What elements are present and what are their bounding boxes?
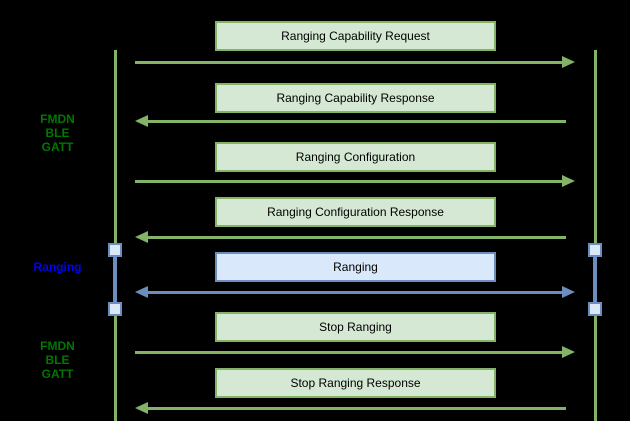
message-box: Stop Ranging Response [215,368,496,398]
arrowhead-right-icon [562,56,575,68]
arrow-line [135,180,564,183]
protocol-label-line: GATT [41,367,74,381]
protocol-label-top: FMDN BLE GATT [10,112,105,154]
arrow-line [146,236,566,239]
arrow-left-icon [135,402,575,414]
arrow-line [135,61,564,64]
activation-marker-icon [588,302,602,316]
message-box: Ranging Configuration [215,142,496,172]
arrowhead-left-icon [135,286,148,298]
activation-marker-icon [588,243,602,257]
arrow-line [146,407,566,410]
arrow-right-icon [135,56,575,68]
protocol-label-line: BLE [45,126,70,140]
arrowhead-right-icon [562,286,575,298]
arrowhead-left-icon [135,115,148,127]
activation-marker-icon [108,302,122,316]
arrow-bidirectional-icon [135,286,575,298]
ranging-activation-line-right [593,249,597,308]
arrow-line [146,291,564,294]
activation-marker-icon [108,243,122,257]
arrowhead-left-icon [135,402,148,414]
message-box: Ranging [215,252,496,282]
arrow-left-icon [135,115,575,127]
arrowhead-left-icon [135,231,148,243]
message-box: Ranging Capability Response [215,83,496,113]
message-box: Ranging Configuration Response [215,197,496,227]
arrowhead-right-icon [562,346,575,358]
protocol-label-bottom: FMDN BLE GATT [10,339,105,381]
arrow-line [146,120,566,123]
protocol-label-line: FMDN [40,339,75,353]
protocol-label-line: GATT [41,140,74,154]
arrow-line [135,351,564,354]
lifeline-left [114,50,117,421]
arrow-right-icon [135,346,575,358]
protocol-label-line: FMDN [40,112,75,126]
ranging-activation-line-left [113,249,117,308]
message-box: Stop Ranging [215,312,496,342]
arrow-right-icon [135,175,575,187]
arrow-left-icon [135,231,575,243]
message-box: Ranging Capability Request [215,21,496,51]
ranging-section-label: Ranging [33,260,82,274]
protocol-label-line: BLE [45,353,70,367]
arrowhead-right-icon [562,175,575,187]
lifeline-right [594,50,597,421]
